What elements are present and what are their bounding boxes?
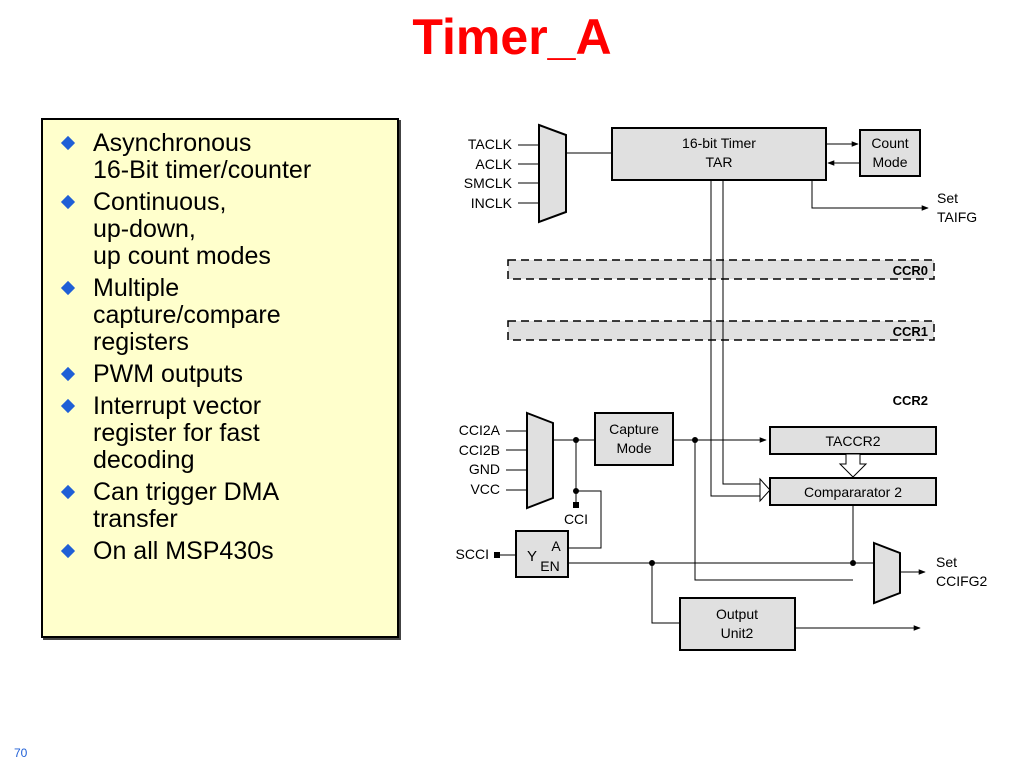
feature-all-msp430: On all MSP430s [60, 537, 397, 565]
count-mode-block [859, 129, 921, 177]
taifg-line1: Set [937, 190, 958, 206]
cci-label: CCI [564, 511, 588, 527]
feature-line: register for fast [93, 419, 260, 447]
slide-title: Timer_A [412, 9, 612, 65]
cci2a-label: CCI2A [459, 422, 501, 438]
timer-block-line2: TAR [706, 154, 733, 170]
taccr2-label: TACCR2 [826, 433, 881, 449]
aclk-label: ACLK [475, 156, 512, 172]
feature-line: up count modes [93, 242, 271, 270]
ccr0-band [507, 259, 935, 280]
cci-pin [573, 502, 579, 508]
output-unit-block [679, 597, 796, 651]
capture-mode-line1: Capture [609, 421, 659, 437]
feature-list: Asynchronous 16-Bit timer/counter Contin… [43, 120, 397, 565]
taccr2-block [769, 426, 937, 455]
feature-line: Interrupt vector [93, 392, 262, 420]
clock-mux [538, 123, 567, 224]
feature-line: On all MSP430s [93, 537, 274, 565]
feature-dma: Can trigger DMA transfer [60, 478, 397, 533]
capture-to-output-wire [694, 440, 853, 581]
scci-label: SCCI [456, 546, 489, 562]
clock-input-wires [518, 144, 539, 204]
smclk-label: SMCLK [464, 175, 513, 191]
feature-line: registers [93, 328, 189, 356]
feature-line: Continuous, [93, 188, 227, 216]
cci-input-wires [506, 430, 527, 491]
page-number: 70 [14, 746, 28, 760]
latch-block [515, 530, 569, 578]
inclk-label: INCLK [471, 195, 513, 211]
taclk-label: TACLK [468, 136, 513, 152]
capture-mode-block [594, 412, 674, 466]
vcc-label: VCC [470, 481, 500, 497]
output-mux [873, 541, 901, 605]
feature-count-modes: Continuous, up-down, up count modes [60, 188, 397, 270]
cci-input-labels: CCI2A CCI2B GND VCC [459, 422, 501, 497]
taccr2-to-comparator-arrow [838, 453, 868, 478]
cci-mux [526, 411, 554, 510]
feature-line: Asynchronous [93, 129, 252, 157]
feature-line: Multiple [93, 274, 180, 302]
cci-to-latch-wire [568, 490, 602, 549]
feature-line: PWM outputs [93, 360, 244, 388]
output-unit-line2: Unit2 [721, 625, 754, 641]
feature-line: capture/compare [93, 301, 281, 329]
comparator-block [769, 477, 937, 506]
count-mode-line1: Count [871, 135, 908, 151]
ccr1-band [507, 320, 935, 341]
feature-line: decoding [93, 446, 195, 474]
latch-to-output-wire [651, 563, 680, 624]
feature-capture-compare: Multiple capture/compare registers [60, 274, 397, 356]
capture-mode-line2: Mode [616, 440, 651, 456]
latch-a-label: A [551, 538, 561, 554]
ccr2-label: CCR2 [893, 393, 928, 408]
tar-bus-arrowhead [759, 477, 771, 503]
latch-en-label: EN [540, 558, 559, 574]
feature-asynchronous: Asynchronous 16-Bit timer/counter [60, 129, 397, 184]
taifg-line2: TAIFG [937, 209, 977, 225]
ccifg-line1: Set [936, 554, 957, 570]
comparator-label: Compararator 2 [804, 484, 902, 500]
ccr0-label: CCR0 [893, 263, 928, 278]
feature-line: transfer [93, 505, 178, 533]
tar-bus [710, 180, 760, 497]
taifg-wire [811, 180, 929, 211]
latch-y-label: Y [527, 548, 537, 565]
output-unit-line1: Output [716, 606, 758, 622]
count-mode-line2: Mode [872, 154, 907, 170]
ccr1-label: CCR1 [893, 324, 928, 339]
feature-interrupt-vector: Interrupt vector register for fast decod… [60, 392, 397, 474]
timer-block [611, 127, 827, 181]
feature-line: Can trigger DMA [93, 478, 280, 506]
feature-line: up-down, [93, 215, 196, 243]
gnd-label: GND [469, 461, 500, 477]
feature-line: 16-Bit timer/counter [93, 156, 312, 184]
feature-list-panel: Asynchronous 16-Bit timer/counter Contin… [41, 118, 399, 638]
feature-pwm: PWM outputs [60, 360, 397, 388]
ccifg-line2: CCIFG2 [936, 573, 988, 589]
clock-input-labels: TACLK ACLK SMCLK INCLK [464, 136, 513, 211]
timer-block-line1: 16-bit Timer [682, 135, 756, 151]
cci2b-label: CCI2B [459, 442, 500, 458]
scci-pin [494, 552, 500, 558]
